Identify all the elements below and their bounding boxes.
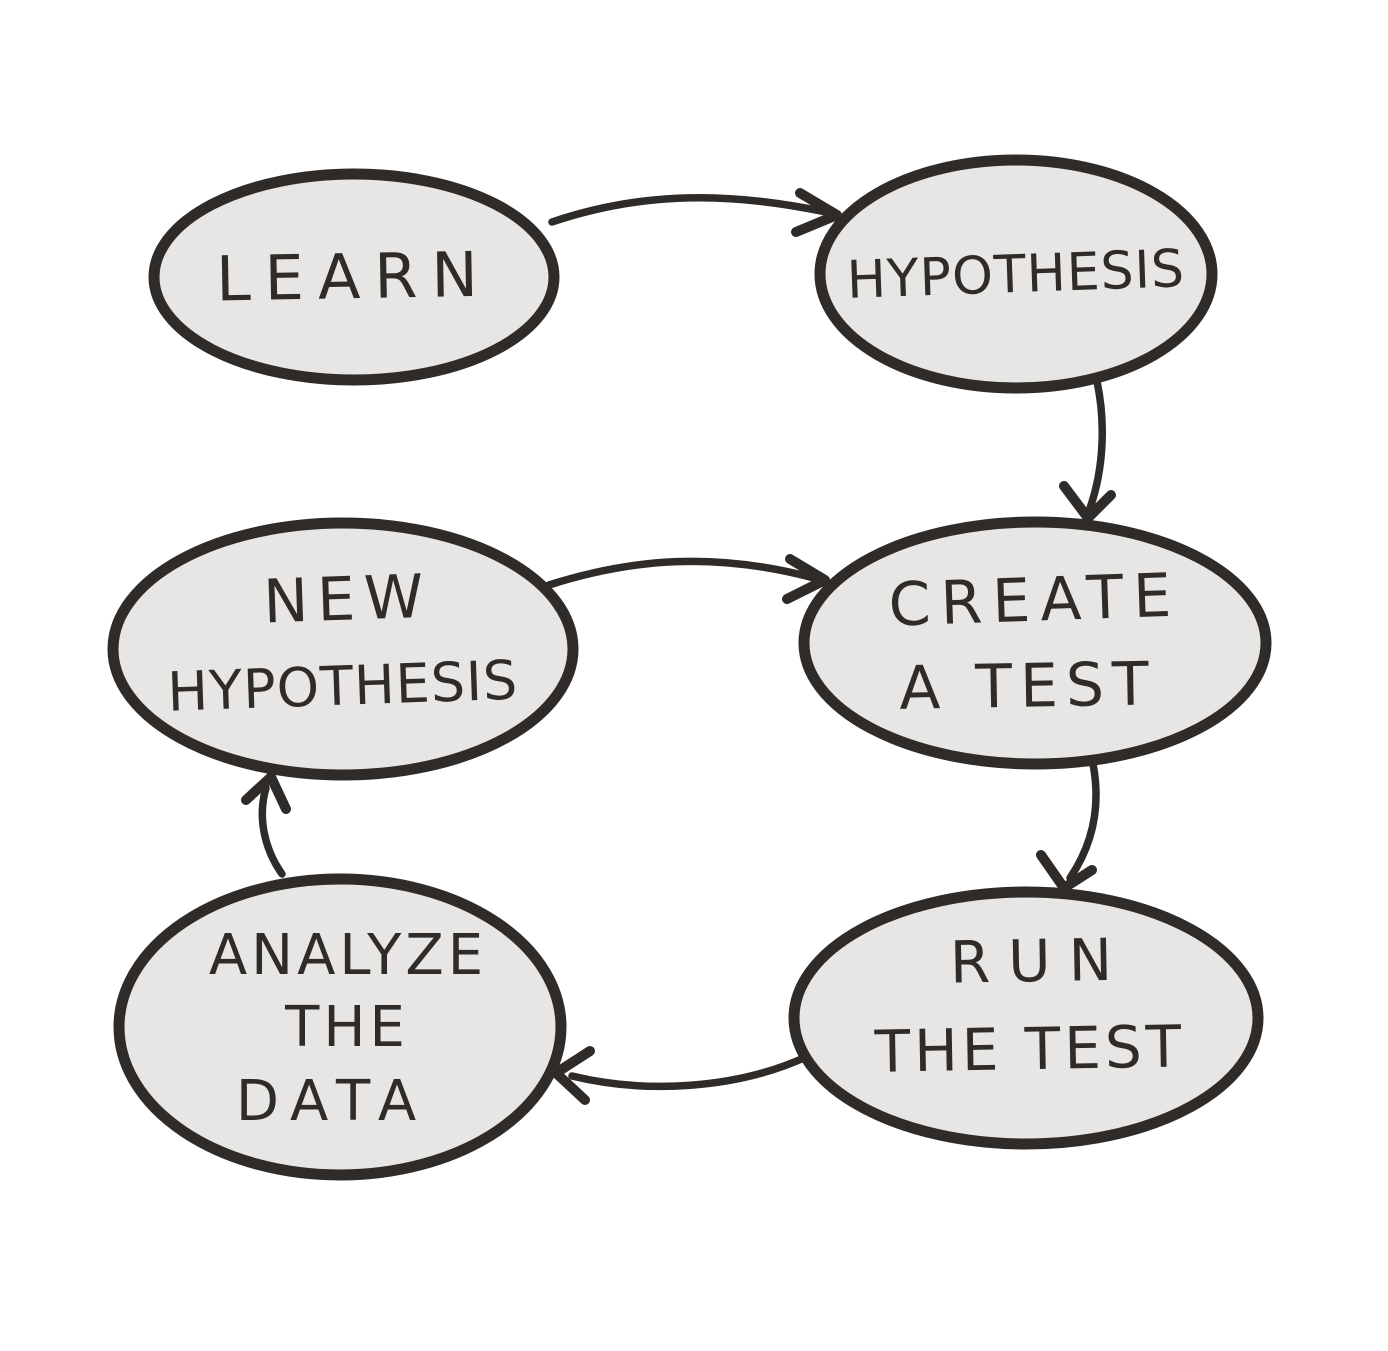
node-new-hypothesis: NEW HYPOTHESIS: [107, 517, 579, 781]
node-create-a-test: CREATE A TEST: [798, 516, 1272, 770]
arrowhead-down-icon: [1059, 481, 1116, 523]
node-hypothesis-shape: [814, 154, 1218, 394]
node-analyze-the-data-shape: [113, 873, 567, 1181]
edge-learn-to-hypothesis-line: [548, 194, 830, 226]
edge-analyze-the-data-to-new-hypothesis: [241, 772, 291, 878]
edge-create-a-test-to-run-the-test-line: [1066, 760, 1100, 882]
edge-run-the-test-to-analyze-the-data: [551, 1046, 810, 1105]
node-learn-label: LEARN: [216, 238, 493, 316]
node-run-the-test-label-line1: RUN: [949, 926, 1130, 997]
edge-analyze-the-data-to-new-hypothesis-line: [258, 784, 286, 878]
arrowhead-right-icon: [791, 188, 842, 237]
edge-new-hypothesis-to-create-a-test: [545, 554, 830, 604]
node-hypothesis-label: HYPOTHESIS: [846, 239, 1186, 311]
edge-hypothesis-to-create-a-test-line: [1086, 373, 1106, 512]
node-hypothesis: HYPOTHESIS: [814, 154, 1218, 394]
node-run-the-test-label-line2: THE TEST: [873, 1012, 1186, 1085]
node-new-hypothesis-label-line1: NEW: [262, 562, 433, 638]
edge-hypothesis-to-create-a-test: [1059, 373, 1116, 523]
node-learn-shape: [148, 168, 560, 386]
arrowhead-down-icon: [1036, 850, 1097, 893]
node-analyze-the-data: ANALYZE THE DATA: [113, 873, 567, 1181]
node-learn: LEARN: [148, 168, 560, 386]
node-create-a-test-shape: [798, 516, 1272, 770]
node-run-the-test-shape: [788, 886, 1264, 1150]
edge-create-a-test-to-run-the-test: [1036, 760, 1100, 893]
edge-new-hypothesis-to-create-a-test-line: [545, 557, 818, 589]
node-analyze-the-data-label-line1: ANALYZE: [209, 923, 487, 988]
node-run-the-test: RUN THE TEST: [788, 886, 1264, 1150]
arrowhead-right-icon: [782, 554, 830, 604]
node-new-hypothesis-label-line2: HYPOTHESIS: [166, 649, 519, 724]
node-analyze-the-data-label-line3: DATA: [236, 1069, 428, 1134]
node-create-a-test-label-line2: A TEST: [899, 649, 1158, 723]
edge-run-the-test-to-analyze-the-data-line: [568, 1053, 810, 1091]
edge-learn-to-hypothesis: [548, 188, 842, 237]
node-create-a-test-label-line1: CREATE: [888, 561, 1183, 641]
node-analyze-the-data-label-line2: THE: [284, 995, 409, 1060]
arrowhead-up-icon: [241, 772, 291, 814]
node-new-hypothesis-shape: [107, 517, 579, 781]
